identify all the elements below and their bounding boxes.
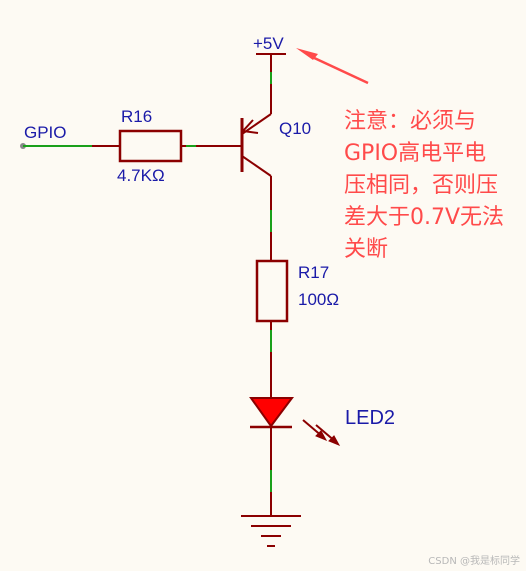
q10-label: Q10 bbox=[279, 119, 311, 138]
watermark: CSDN @我是标同学 bbox=[428, 554, 520, 567]
r17-ref: R17 bbox=[298, 263, 329, 282]
annotation-line: 关断 bbox=[344, 237, 388, 262]
annotation-line: 差大于0.7V无法 bbox=[344, 205, 504, 230]
r17-value: 100Ω bbox=[298, 290, 339, 309]
gpio-net: GPIO bbox=[20, 123, 92, 149]
resistor-r17: R17 100Ω bbox=[255, 259, 339, 398]
r16-value: 4.7KΩ bbox=[117, 166, 165, 185]
vcc-symbol: +5V bbox=[253, 34, 286, 84]
transistor-q10: Q10 bbox=[211, 113, 311, 177]
resistor-r16: R16 4.7KΩ bbox=[92, 107, 211, 185]
led-led2: LED2 bbox=[249, 397, 395, 446]
arrow-icon bbox=[296, 48, 369, 85]
vcc-label: +5V bbox=[253, 34, 284, 53]
led2-label: LED2 bbox=[345, 407, 395, 429]
led-arrows-icon bbox=[302, 419, 341, 446]
ground-icon bbox=[241, 515, 301, 547]
r16-ref: R16 bbox=[121, 107, 152, 126]
annotation-line: GPIO高电平电 bbox=[344, 141, 486, 166]
annotation-line: 注意：必须与 bbox=[344, 109, 476, 134]
gpio-label: GPIO bbox=[24, 123, 67, 142]
annotation-line: 压相同，否则压 bbox=[344, 173, 498, 198]
annotation-note: 注意：必须与 GPIO高电平电 压相同，否则压 差大于0.7V无法 关断 bbox=[344, 109, 511, 262]
